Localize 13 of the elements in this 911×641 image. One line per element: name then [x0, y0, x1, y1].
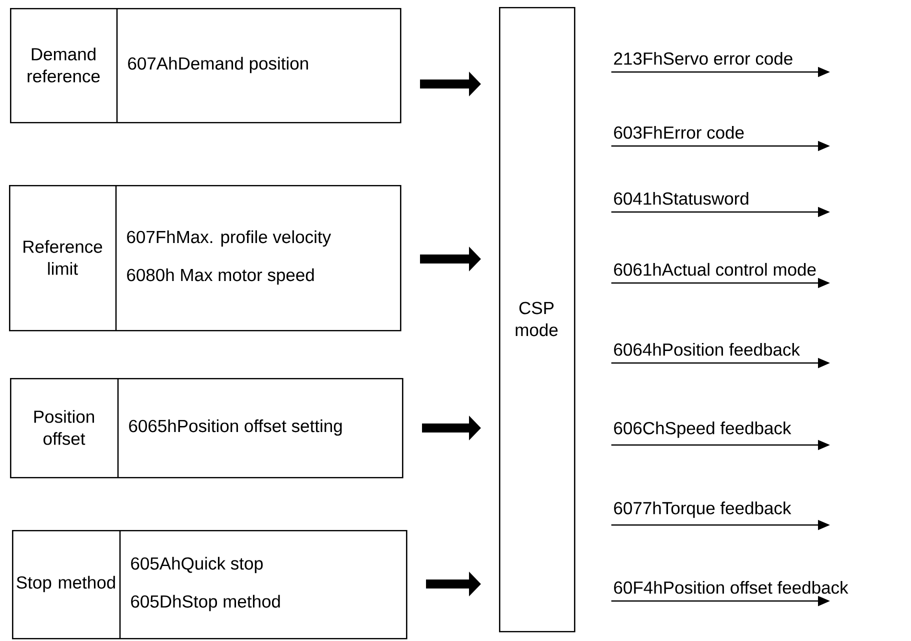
- parameter-box: Demand reference 607AhDemand position: [10, 8, 402, 124]
- edge-label: 60F4hPosition offset feedback: [612, 580, 850, 595]
- edge-label: 6061hActual control mode: [612, 262, 818, 277]
- edge-label: 6041hStatusword: [612, 190, 750, 206]
- edge-label: 213FhServo error code: [612, 50, 794, 66]
- parameter-box: Reference limit 607FhMax. profile velocity 6080h Max motor speed: [9, 185, 402, 332]
- parameter-box: Position offset 6065hPosition offset setting: [10, 378, 404, 478]
- parameter-box: Stop method 605AhQuick stop 605DhStop method: [12, 530, 408, 640]
- edge-label: 606ChSpeed feedback: [612, 420, 792, 439]
- edge-label: 603FhError code: [612, 124, 746, 140]
- edge-label: 6064hPosition feedback: [612, 342, 802, 357]
- mode-box: CSP mode: [499, 7, 576, 632]
- edge-label: 6077hTorque feedback: [612, 500, 792, 519]
